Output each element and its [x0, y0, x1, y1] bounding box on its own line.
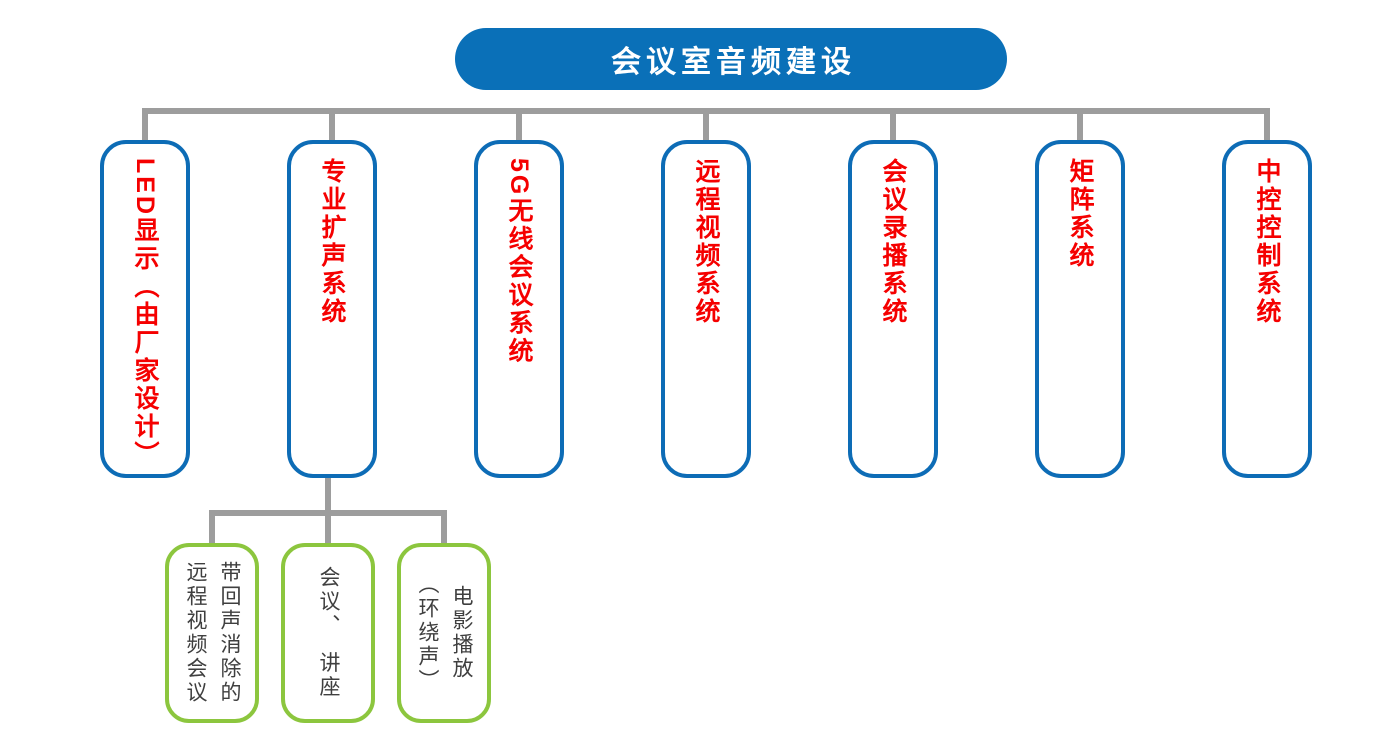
root-node-label: 会议室音频建设: [611, 46, 856, 79]
leaf-echo-cancel-video-conf: 带回声消除的 远程视频会议: [165, 543, 259, 723]
node-remote-video-system: 远程视频系统: [661, 140, 751, 478]
leaf-label-column: 会议、 讲座: [317, 566, 340, 700]
connector-stub: [890, 108, 896, 144]
node-led-display: LED显示（由厂家设计）: [100, 140, 190, 478]
node-matrix-system: 矩阵系统: [1035, 140, 1125, 478]
node-label: 5G无线会议系统: [505, 158, 533, 366]
node-label: 矩阵系统: [1066, 158, 1094, 270]
leaf-movie-surround-sound: 电影播放 （环绕声）: [397, 543, 491, 723]
connector-stub: [1077, 108, 1083, 144]
node-label: LED显示（由厂家设计）: [131, 158, 159, 469]
connector-stub: [209, 510, 215, 547]
connector-stub: [703, 108, 709, 144]
connector-stub: [329, 108, 335, 144]
node-label: 专业扩声系统: [318, 158, 346, 326]
leaf-label: 电影播放 （环绕声）: [410, 547, 478, 719]
connector-rail-level2: [209, 510, 447, 516]
leaf-label-column: 带回声消除的: [218, 561, 242, 705]
node-label: 中控控制系统: [1253, 158, 1281, 326]
leaf-label-column: （环绕声）: [416, 573, 439, 693]
leaf-meeting-lecture: 会议、 讲座: [281, 543, 375, 723]
leaf-label: 带回声消除的 远程视频会议: [178, 547, 246, 719]
connector-stub: [441, 510, 447, 547]
connector-stub: [142, 108, 148, 144]
connector-stub: [516, 108, 522, 144]
node-label: 会议录播系统: [879, 158, 907, 326]
node-5g-wireless-conference: 5G无线会议系统: [474, 140, 564, 478]
node-conference-recording: 会议录播系统: [848, 140, 938, 478]
node-label: 远程视频系统: [692, 158, 720, 326]
leaf-label-column: 远程视频会议: [184, 561, 207, 705]
node-central-control-system: 中控控制系统: [1222, 140, 1312, 478]
connector-stub: [1264, 108, 1270, 144]
leaf-label-column: 电影播放: [450, 585, 474, 681]
node-pro-sound-system: 专业扩声系统: [287, 140, 377, 478]
root-node: 会议室音频建设: [455, 28, 1007, 90]
leaf-label: 会议、 讲座: [311, 547, 345, 719]
